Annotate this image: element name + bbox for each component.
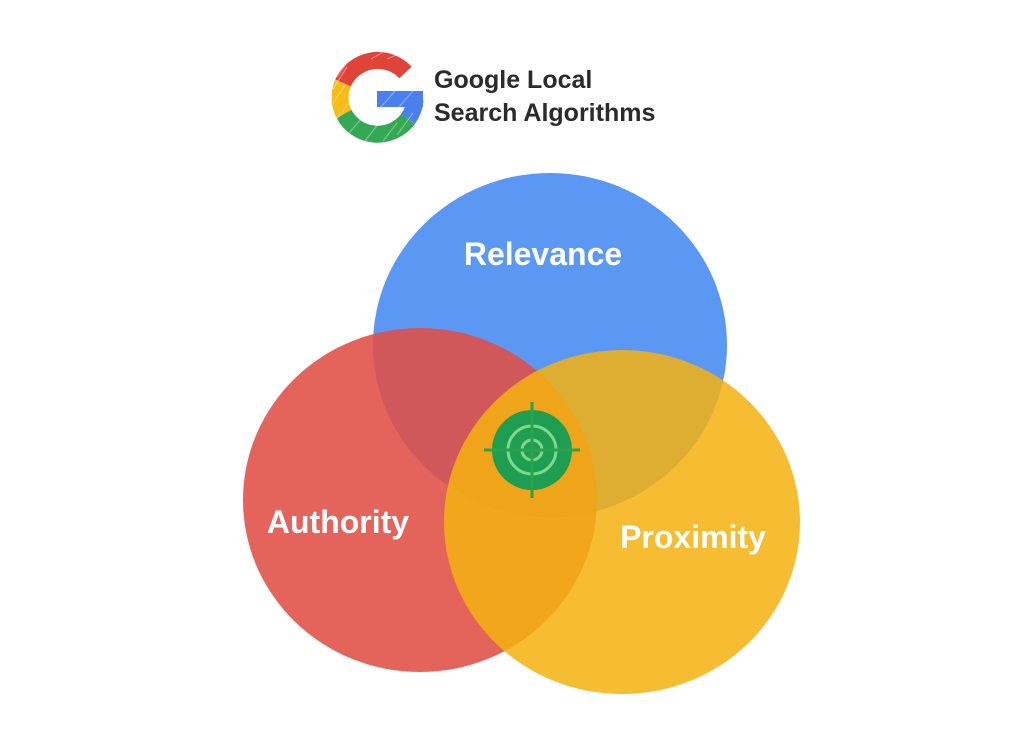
- google-g-logo-icon: [331, 50, 424, 143]
- title-line-2: Search Algorithms: [434, 99, 656, 127]
- title-line-1: Google Local: [434, 66, 593, 94]
- proximity-label: Proximity: [620, 519, 766, 555]
- header: Google Local Search Algorithms: [330, 50, 655, 144]
- target-crosshair-icon: [484, 402, 580, 498]
- page-title: Google Local Search Algorithms: [434, 64, 655, 130]
- relevance-label: Relevance: [464, 236, 622, 272]
- authority-label: Authority: [267, 504, 409, 540]
